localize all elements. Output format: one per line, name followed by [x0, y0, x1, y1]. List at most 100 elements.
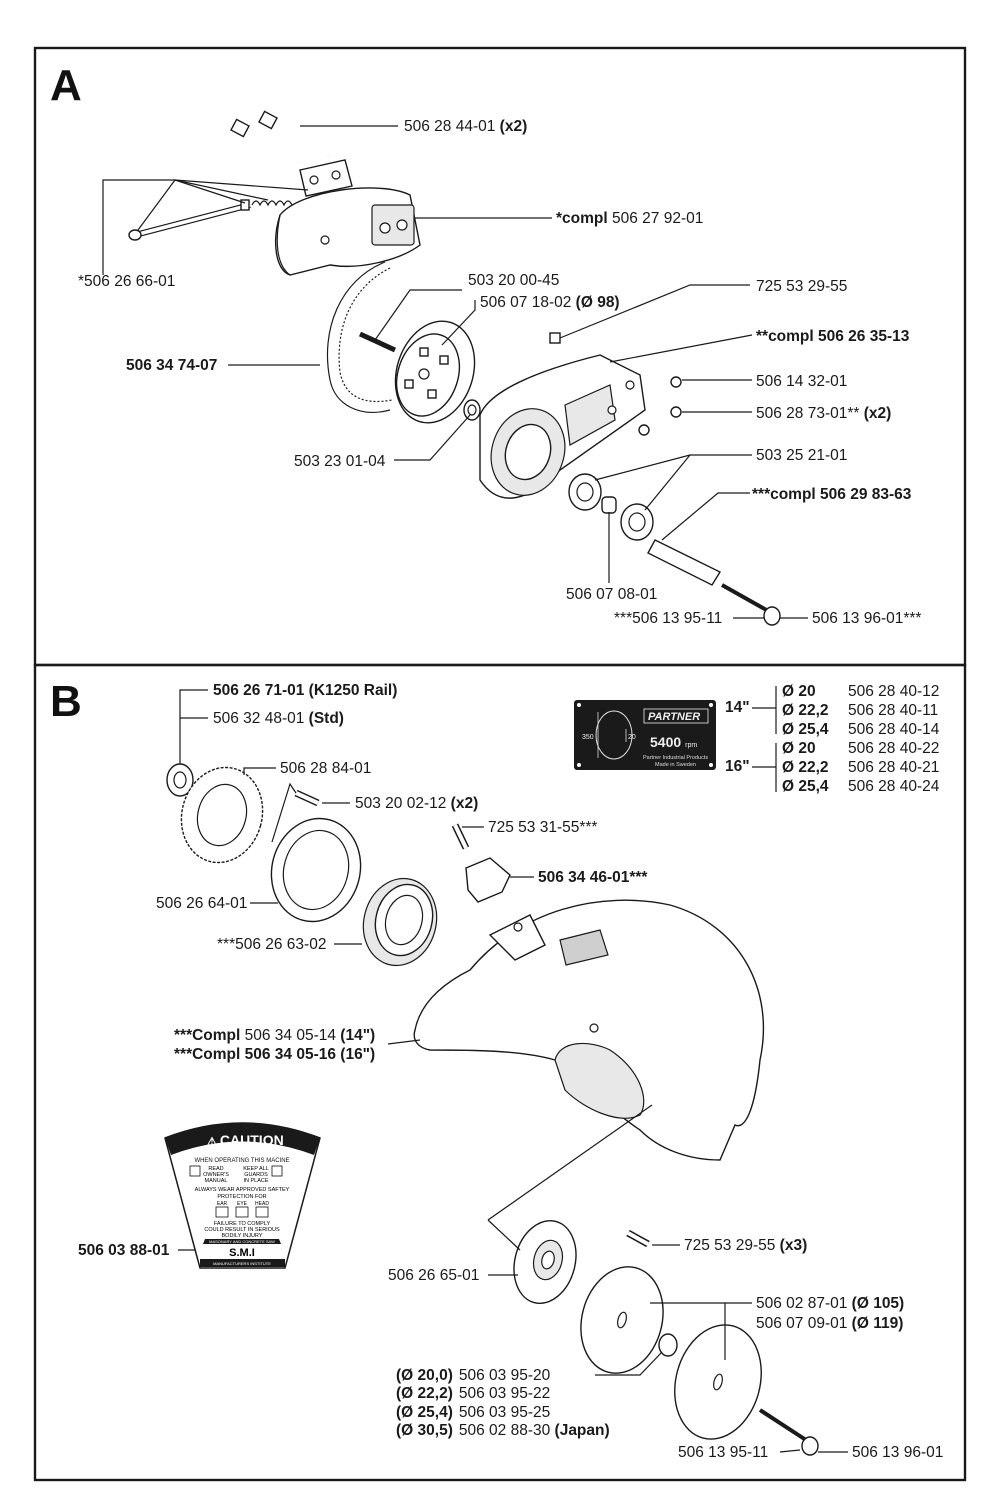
bolt-b — [758, 1408, 808, 1442]
plate-size-16: 16" — [725, 758, 750, 775]
label-bushing-2663: ***506 26 63-02 — [217, 936, 326, 953]
bushing-row: (Ø 20,0)506 03 95-20 — [396, 1367, 551, 1384]
caution-head: HEAD — [255, 1201, 269, 1207]
section-b-labels: 506 26 71-01 (K1250 Rail) 506 32 48-01 (… — [78, 682, 943, 1461]
shaft — [647, 539, 721, 586]
plate-dia: Ø 20 — [782, 683, 816, 700]
label-pulley: 506 07 18-02 (Ø 98) — [480, 294, 620, 311]
plate-footer-1: Partner Industrial Products — [643, 755, 708, 761]
belt — [326, 261, 391, 413]
outer-flange-105 — [580, 1266, 664, 1374]
plate-part: 506 28 40-12 — [848, 683, 939, 700]
caution-col1c: MANUAL — [205, 1178, 228, 1184]
toothed-ring — [180, 766, 264, 864]
pulley — [358, 320, 476, 424]
caution-decal: ⚠ CAUTION WHEN OPERATING THIS MACINE REA… — [164, 1122, 321, 1269]
plate-size-14: 14" — [725, 699, 750, 716]
label-ring-std: 506 32 48-01 (Std) — [213, 710, 344, 727]
caution-line-7: MASONARY AND CONCRETE SAW — [209, 1239, 275, 1244]
caution-line-4: FAILURE TO COMPLY — [214, 1221, 271, 1227]
section-b-leaders — [178, 689, 848, 1453]
plate-dia: Ø 22,2 — [782, 702, 829, 719]
inner-flange — [513, 1219, 577, 1305]
caution-ear: EAR — [217, 1201, 228, 1207]
bushing-row: (Ø 22,2)506 03 95-22 — [396, 1385, 550, 1402]
caution-line-6: BODILY INJURY — [222, 1233, 263, 1239]
caution-line-5: COULD RESULT IN SERIOUS — [204, 1227, 280, 1233]
label-spacer: 506 07 08-01 — [566, 586, 657, 603]
label-screw-2873: 506 28 73-01** (x2) — [756, 405, 891, 422]
blade-guard-assembly-drawing — [166, 763, 819, 1456]
ear-icon — [215, 1206, 229, 1218]
eye-icon — [235, 1206, 249, 1218]
label-washer-a: 506 13 96-01*** — [812, 610, 921, 627]
plate-part: 506 28 40-24 — [848, 778, 940, 795]
label-screw-top: 506 28 44-01 (x2) — [404, 118, 527, 135]
plate-part: 506 28 40-21 — [848, 759, 939, 776]
cutting-arm — [479, 354, 646, 499]
label-belt: 506 34 74-07 — [126, 357, 217, 374]
caution-line-8: MANUFACTURERS INSTITUTE — [213, 1261, 271, 1266]
label-screw-0212: 503 20 02-12 (x2) — [355, 795, 478, 812]
bushing-row: (Ø 25,4)506 03 95-25 — [396, 1404, 550, 1421]
plate-part: 506 28 40-14 — [848, 721, 940, 738]
clamp — [465, 857, 511, 903]
label-nut-1432: 506 14 32-01 — [756, 373, 847, 390]
caution-col2c: IN PLACE — [243, 1178, 268, 1184]
belt-guard-assembly-drawing — [128, 110, 781, 626]
plate-dia: Ø 25,4 — [782, 778, 829, 795]
label-bolt-b: 506 13 95-11 — [678, 1444, 768, 1461]
section-a-leaders — [102, 125, 808, 619]
caution-smi: S.M.I — [229, 1247, 255, 1259]
caution-line-2: ALWAYS WEAR APPROVED SAFTEY — [195, 1187, 290, 1193]
plate-dia: Ø 22,2 — [782, 759, 829, 776]
label-screw-x3: 725 53 29-55 (x3) — [684, 1237, 807, 1254]
label-inner-flange: 506 26 65-01 — [388, 1267, 479, 1284]
caution-line-3: PROTECTION FOR — [217, 1194, 266, 1200]
label-decal: 506 03 88-01 — [78, 1242, 170, 1259]
caution-title: ⚠ CAUTION — [207, 1132, 284, 1148]
bushing-list: (Ø 20,0)506 03 95-20 (Ø 22,2)506 03 95-2… — [396, 1367, 610, 1439]
plate-dia: Ø 20 — [782, 740, 816, 757]
label-tension-screw: *506 26 66-01 — [78, 273, 175, 290]
label-washer-b: 506 13 96-01 — [852, 1444, 943, 1461]
bushing-row: (Ø 30,5)506 02 88-30 (Japan) — [396, 1422, 610, 1439]
caution-col2a: KEEP ALL — [243, 1166, 269, 1172]
label-ring-2664: 506 26 64-01 — [156, 895, 247, 912]
label-outer-119: 506 07 09-01 (Ø 119) — [756, 1315, 903, 1332]
bracket — [299, 159, 353, 197]
label-ring-rail: 506 26 71-01 (K1250 Rail) — [213, 682, 397, 699]
washer-a — [763, 606, 781, 626]
washer-b — [801, 1436, 819, 1456]
caution-line-1: WHEN OPERATING THIS MACINE — [194, 1158, 289, 1164]
caution-eye: EYE — [237, 1201, 248, 1207]
bearings — [568, 473, 654, 541]
outer-flange-119 — [674, 1324, 762, 1440]
blade-guard — [413, 899, 765, 1161]
center-bushing — [658, 1333, 678, 1357]
plate-dia: Ø 25,4 — [782, 721, 829, 738]
label-shaft-compl: ***compl 506 29 83-63 — [752, 486, 912, 503]
label-bolt-a: ***506 13 95-11 — [614, 610, 722, 627]
bushing-2663 — [362, 877, 438, 967]
label-arm-compl: **compl 506 26 35-13 — [756, 328, 910, 345]
tension-screw — [128, 199, 293, 241]
plate-dim-left: 350 — [582, 734, 594, 741]
label-clamp: 506 34 46-01*** — [538, 869, 648, 886]
bolt-a — [721, 583, 771, 614]
plate-table: 14" Ø 20 506 28 40-12 Ø 22,2 506 28 40-1… — [725, 683, 940, 795]
label-guard-14: ***Compl 506 34 05-14 (14") — [174, 1027, 375, 1044]
ring-2664 — [270, 817, 362, 923]
plate-dim-right: 20 — [628, 734, 636, 741]
label-washer-2301: 503 23 01-04 — [294, 453, 386, 470]
plate-part: 506 28 40-22 — [848, 740, 939, 757]
screw-725-53-29-55 — [549, 332, 561, 344]
label-flange-ring: 506 28 84-01 — [280, 760, 371, 777]
label-outer-105: 506 02 87-01 (Ø 105) — [756, 1295, 904, 1312]
plate-part: 506 28 40-11 — [848, 702, 938, 719]
section-b-letter: B — [50, 677, 82, 726]
section-a-labels: 506 28 44-01 (x2) *compl 506 27 92-01 *5… — [78, 118, 921, 627]
